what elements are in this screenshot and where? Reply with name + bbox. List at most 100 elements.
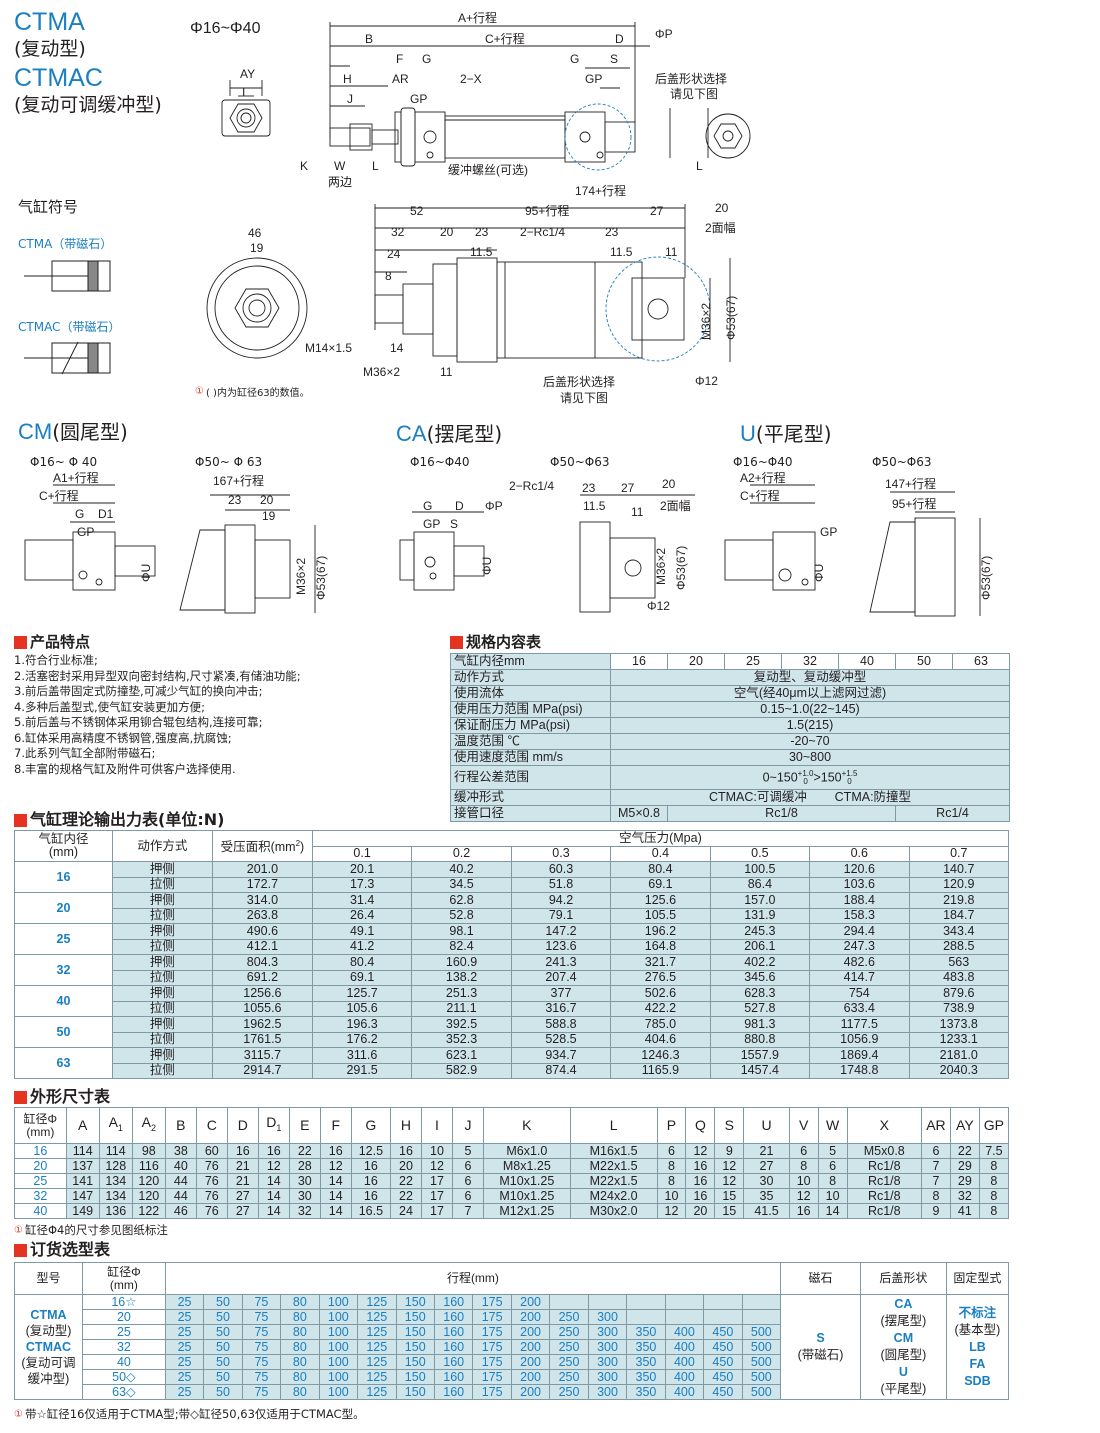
dims-col-letter: A [78,1117,88,1133]
force-area: 1055.6 [211,1000,313,1017]
cm-g: G [75,507,84,521]
order-stroke: 350 [626,1324,666,1340]
force-value: 80.4 [311,954,413,971]
spec-bore-label: 气缸内径mm [450,653,611,670]
stroke-tol-b-sup: +1.5 [841,768,858,778]
cm-phi53: Φ53(67) [314,556,328,600]
dims-value: 30 [743,1173,790,1189]
dims-value: 98 [131,1143,166,1159]
force-value: 754 [809,985,910,1002]
force-value: 86.4 [709,876,811,893]
cm-phiu: ΦU [139,564,153,582]
order-stroke: 75 [241,1294,282,1310]
cm-m36: M36×2 [294,558,308,595]
dims-value: 10 [817,1188,848,1204]
order-bore: 32 [81,1339,166,1355]
dims-value: 16 [685,1173,716,1189]
order-stroke: 500 [741,1369,782,1385]
dims-value: 134 [98,1188,133,1204]
force-action: 拉侧 [111,907,213,924]
dims-col-header: K [482,1107,571,1144]
bore-range-label: Φ16~Φ40 [190,20,261,37]
ca-m36: M36×2 [654,548,668,585]
note-marker-icon: ① [14,1224,23,1236]
force-value: 160.9 [411,954,512,971]
order-bore: 63◇ [81,1384,166,1400]
order-stroke: 75 [241,1384,282,1400]
order-stroke: 100 [318,1324,359,1340]
force-value: 311.6 [311,1047,413,1064]
dims-value: 7 [451,1203,484,1219]
force-area: 1962.5 [211,1016,313,1033]
dims-value: 16 [390,1143,422,1159]
u-right-range: Φ50~Φ63 [872,455,932,469]
spec-value: 0.15~1.0(22~145) [610,701,1010,718]
force-action: 押侧 [111,892,213,909]
dims-value: 16 [788,1203,819,1219]
dims-value: 76 [195,1203,228,1219]
force-value: 219.8 [908,892,1010,909]
spec-bore: 16 [610,653,668,670]
order-stroke: 125 [357,1354,397,1370]
order-stroke: 50 [203,1294,243,1310]
dims-col-header: A [65,1107,100,1144]
order-model-line: (复动可调 [21,1356,76,1370]
force-value: 874.4 [510,1062,612,1079]
order-stroke: 25 [164,1354,205,1370]
order-stroke: 150 [395,1384,435,1400]
dims-col-header: L [569,1107,658,1144]
order-stroke: 175 [472,1369,512,1385]
spec-key: 温度范围 ℃ [450,733,611,750]
dims-value: 9 [714,1143,745,1159]
order-stroke: 100 [318,1339,359,1355]
variant-ca-code: CA [396,421,427,446]
ctmac-symbol [22,338,112,387]
dims-col-letter: GP [983,1117,1005,1133]
feature-item: 4.多种后盖型式,使气缸安装更加方便; [14,699,206,714]
spec-value: 复动型、复动缓冲型 [610,669,1010,686]
dims-value: 8 [978,1173,1010,1189]
dim-32: 32 [391,225,405,239]
force-area: 3115.7 [211,1047,313,1064]
dims-value: 12 [714,1158,745,1174]
dim-g-right: G [570,52,579,66]
order-stroke: 100 [318,1354,359,1370]
dims-col-header: A2 [131,1107,166,1144]
order-stroke: 450 [703,1384,743,1400]
cm-167-stroke: 167+行程 [213,473,264,488]
force-pressure: 0.3 [510,845,612,862]
order-stroke: 25 [164,1294,205,1310]
dims-value: 10 [788,1173,819,1189]
dims-value: M24x2.0 [569,1188,658,1204]
dims-value: 46 [164,1203,197,1219]
feature-item: 5.前后盖与不锈钢体采用铆合辊包结构,连接可靠; [14,715,263,729]
dims-value: 15 [714,1188,745,1204]
dims-value: 7.5 [978,1143,1010,1159]
features-list: 1.符合行业标准; 2.活塞密封采用异型双向密封结构,尺寸紧凑,有储油功能; 3… [14,653,301,777]
dims-col-header: I [420,1107,453,1144]
dims-value: 8 [978,1203,1010,1219]
dim-phi53: Φ53(67) [724,296,738,340]
dim-27: 27 [650,204,664,218]
rear-shape-see-2: 请见下图 [560,391,608,405]
spec-table: 气缸内径mm 16 20 25 32 40 50 63 动作方式复动型、复动缓冲… [450,653,1010,822]
port-a: M5×0.8 [610,805,668,822]
dim-k: K [300,159,308,173]
cm-left-range: Φ16~ Φ 40 [30,455,98,469]
order-stroke: 80 [280,1294,320,1310]
order-stroke: 250 [549,1369,589,1385]
ctma-symbol [22,256,112,305]
dim-j: J [347,92,353,106]
force-value: 345.6 [709,969,811,986]
force-value: 880.8 [709,1031,811,1048]
dims-value: 16 [685,1158,716,1174]
note-marker-icon: ① [195,386,204,397]
dims-value: 5 [451,1143,484,1159]
dims-value: 114 [65,1143,100,1159]
dims-value: Rc1/8 [846,1173,922,1189]
rear-shape-see: 请见下图 [670,87,718,101]
